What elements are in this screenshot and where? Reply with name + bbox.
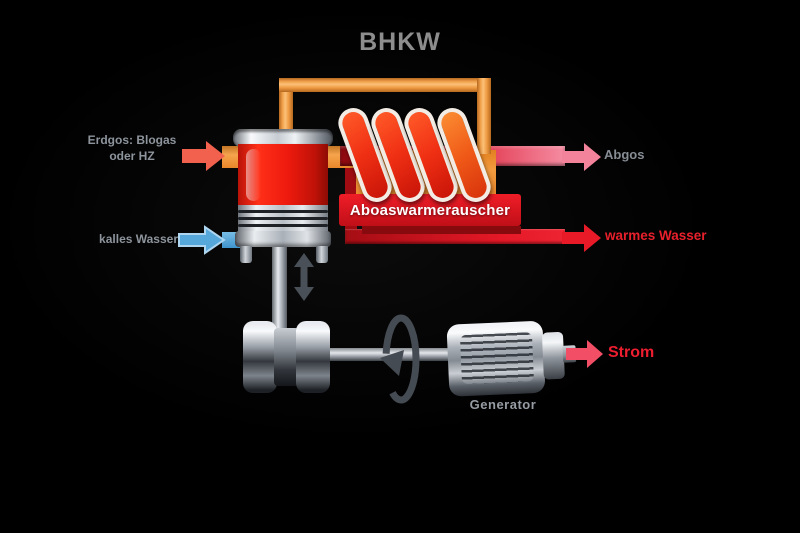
heat-exchanger-label: Aboaswarmerauscher	[349, 201, 511, 219]
reciprocation-arrow-icon	[294, 253, 314, 301]
piston-ring-groove	[238, 224, 328, 227]
pipe-loop-right	[477, 78, 491, 154]
page-title: BHKW	[359, 28, 441, 56]
fuel-input-label-line2: oder HZ	[109, 149, 155, 163]
fuel-input-label: Erdgos: Blogas oder HZ	[80, 132, 184, 164]
pipe-loop-left	[279, 78, 293, 140]
crank-journal	[274, 328, 299, 386]
cold-water-label: kalles Wasser	[99, 232, 178, 246]
pipe-loop-top	[279, 78, 491, 92]
warm-water-arrow-icon	[562, 224, 601, 252]
piston-skirt-leg	[316, 246, 328, 263]
generator-label: Generator	[469, 397, 537, 412]
banner-shadow-strip	[362, 226, 521, 234]
exhaust-label: Abgos	[604, 147, 645, 162]
engine-cylinder-highlight	[246, 149, 261, 201]
piston-ring-groove	[238, 217, 328, 220]
fuel-input-label-line1: Erdgos: Blogas	[87, 133, 177, 147]
fuel-pipe-stub-left	[222, 146, 240, 168]
piston-ring-groove	[238, 210, 328, 213]
piston-skirt-leg	[240, 246, 252, 263]
generator-fins	[459, 332, 534, 385]
fuel-flow-arrow-icon	[182, 141, 225, 171]
cold-water-arrow-icon	[178, 225, 226, 255]
piston-rings	[238, 205, 328, 232]
generator	[442, 315, 581, 403]
power-label: Strom	[608, 344, 655, 361]
power-arrow-icon	[566, 340, 603, 368]
flywheel-disc	[296, 321, 330, 393]
heat-exchanger-coil	[334, 103, 498, 207]
connecting-rod	[272, 246, 287, 330]
exhaust-arrow-icon	[562, 143, 601, 171]
piston-skirt-flange	[235, 231, 331, 247]
warm-water-label: warmes Wasser	[605, 228, 707, 243]
engine-cylinder-rim	[233, 129, 333, 147]
generator-end-cap	[541, 331, 565, 380]
flywheel-disc	[243, 321, 277, 393]
rotation-arrow-icon	[380, 314, 420, 404]
